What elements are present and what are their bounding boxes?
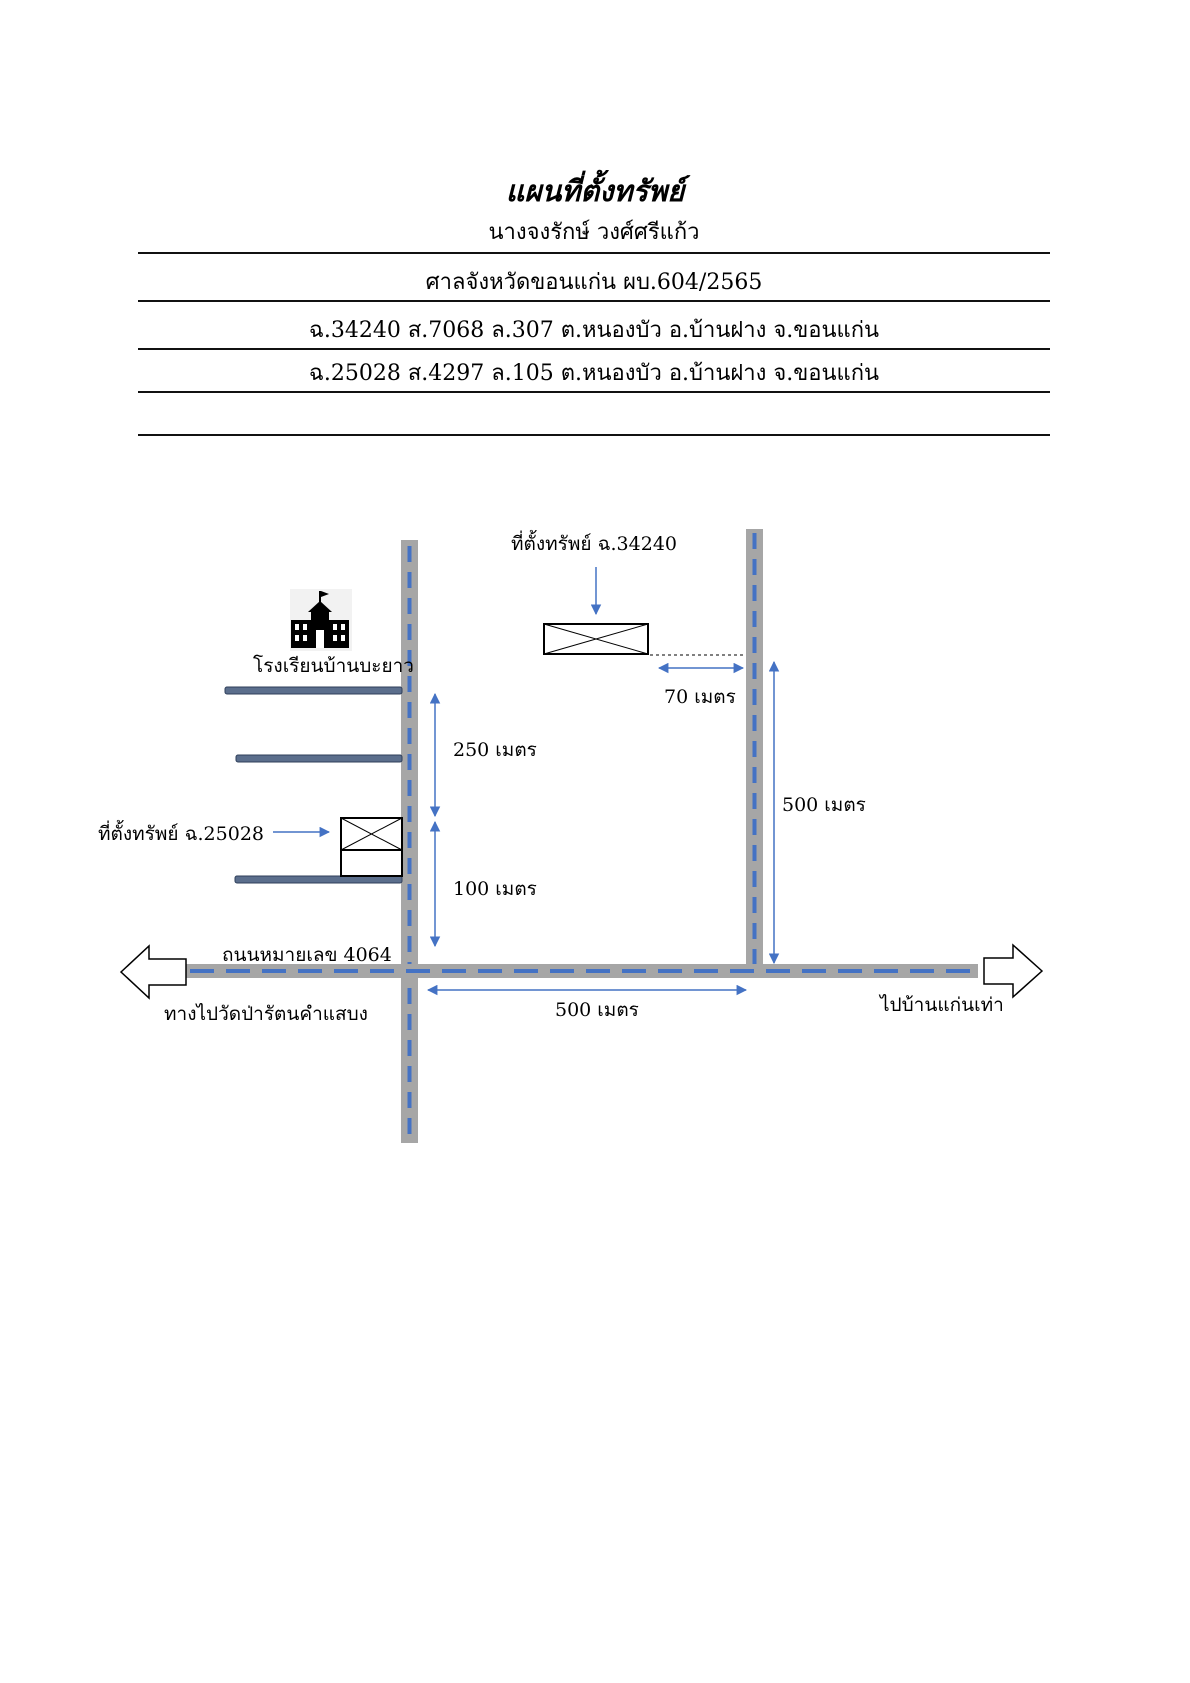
divider (138, 348, 1050, 350)
divider (138, 300, 1050, 302)
east-direction-label: ไปบ้านแก่นเท่า (878, 994, 1004, 1016)
property-b-label: ที่ตั้งทรัพย์ ฉ.25028 (98, 820, 264, 845)
distance-500-vertical-label: 500 เมตร (782, 794, 866, 816)
deed-1: ฉ.34240 ส.7068 ล.307 ต.หนองบัว อ.บ้านฝาง… (308, 318, 880, 343)
property-a-plot (543, 623, 649, 655)
divider (138, 434, 1050, 436)
divider (138, 252, 1050, 254)
court-case: ศาลจังหวัดขอนแก่น ผบ.604/2565 (425, 270, 763, 295)
road-label: ถนนหมายเลข 4064 (222, 944, 392, 966)
west-arrow-icon (119, 944, 187, 1000)
distance-500-horizontal-label: 500 เมตร (555, 999, 639, 1021)
distance-100-label: 100 เมตร (453, 878, 537, 900)
side-lane (224, 686, 403, 695)
west-direction-label: ทางไปวัดป่ารัตนคำแสบง (164, 1003, 368, 1025)
page-title: แผนที่ตั้งทรัพย์ (505, 174, 685, 208)
side-lane (234, 875, 403, 884)
deed-2: ฉ.25028 ส.4297 ล.105 ต.หนองบัว อ.บ้านฝาง… (308, 361, 880, 386)
owner-name: นางจงรักษ์ วงศ์ศรีแก้ว (488, 220, 700, 245)
side-lane (235, 754, 403, 763)
property-a-label: ที่ตั้งทรัพย์ ฉ.34240 (511, 530, 677, 555)
property-b-plot (340, 817, 403, 877)
school-icon (290, 589, 352, 651)
road-4064 (186, 964, 978, 978)
distance-70-label: 70 เมตร (664, 686, 736, 708)
east-arrow-icon (983, 943, 1044, 999)
roads (186, 529, 978, 1143)
divider (138, 391, 1050, 393)
school-label: โรงเรียนบ้านบะยาว (253, 654, 414, 677)
distance-250-label: 250 เมตร (453, 739, 537, 761)
